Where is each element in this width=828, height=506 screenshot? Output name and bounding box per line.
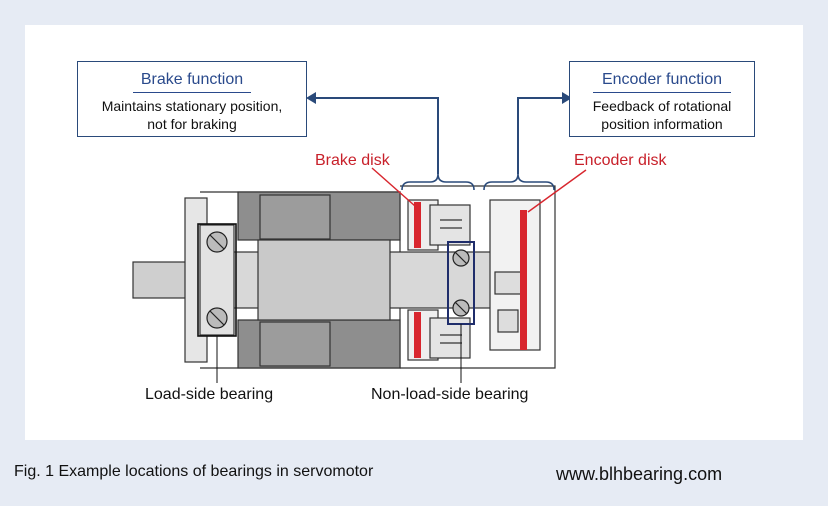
brake-disk-graphic — [414, 202, 421, 358]
encoder-callout-title: Encoder function — [601, 71, 723, 88]
website-watermark: www.blhbearing.com — [556, 464, 723, 484]
load-side-bearing-graphic — [197, 223, 237, 337]
encoder-callout-description-line1: Feedback of rotational — [592, 98, 732, 114]
connector-arrows — [312, 97, 566, 174]
brake-title-underline — [133, 92, 251, 93]
figure-caption: Fig. 1 Example locations of bearings in … — [14, 463, 374, 480]
brake-callout-description-line2: not for braking — [147, 116, 237, 132]
brake-callout-title: Brake function — [140, 71, 244, 88]
encoder-disk-graphic — [520, 210, 527, 350]
stator-windings — [237, 191, 401, 369]
encoder-assembly — [489, 199, 541, 351]
rotor — [257, 239, 391, 321]
bearing-pointers — [216, 324, 462, 383]
encoder-callout-description-line2: position information — [601, 116, 723, 132]
brake-arrowhead — [306, 92, 316, 104]
section-braces — [401, 173, 555, 191]
encoder-disk-label: Encoder disk — [574, 152, 667, 169]
brake-callout: Brake function Maintains stationary posi… — [77, 61, 307, 137]
brake-disk-label: Brake disk — [315, 152, 390, 169]
non-load-side-bearing-label: Non-load-side bearing — [371, 386, 529, 403]
encoder-callout: Encoder function Feedback of rotational … — [569, 61, 755, 137]
load-side-bearing-label: Load-side bearing — [145, 386, 274, 403]
encoder-arrowhead — [562, 92, 572, 104]
front-flange — [184, 197, 235, 363]
brake-assembly — [407, 199, 471, 361]
encoder-title-underline — [593, 92, 731, 93]
brake-callout-description-line1: Maintains stationary position, — [101, 98, 283, 114]
red-pointers — [371, 167, 587, 213]
